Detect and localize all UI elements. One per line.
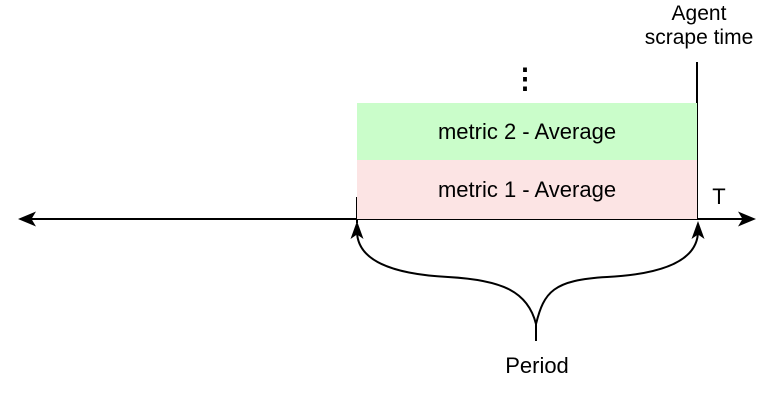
brace-right-arrowhead [691,221,705,239]
more-metrics-ellipsis: ⋮ [511,63,539,94]
metric-2-bar-label: metric 2 - Average [437,118,617,144]
metric-2-bar: metric 2 - Average [357,103,697,160]
brace-left-arrowhead [350,221,364,239]
period-label: Period [505,353,569,378]
agent-scrape-time-label: Agent scrape time [609,2,776,50]
period-brace-right-curve [535,230,699,325]
t-axis-label: T [712,184,726,209]
metric-1-bar-label: metric 1 - Average [437,176,617,202]
period-brace-left-curve [356,230,537,341]
agent-scrape-time-label-line2: scrape time [644,26,754,49]
axis-left-arrowhead [18,211,36,227]
axis-right-arrowhead [738,211,756,227]
metric-1-bar: metric 1 - Average [357,160,697,219]
agent-scrape-time-label-line1: Agent [671,2,727,25]
